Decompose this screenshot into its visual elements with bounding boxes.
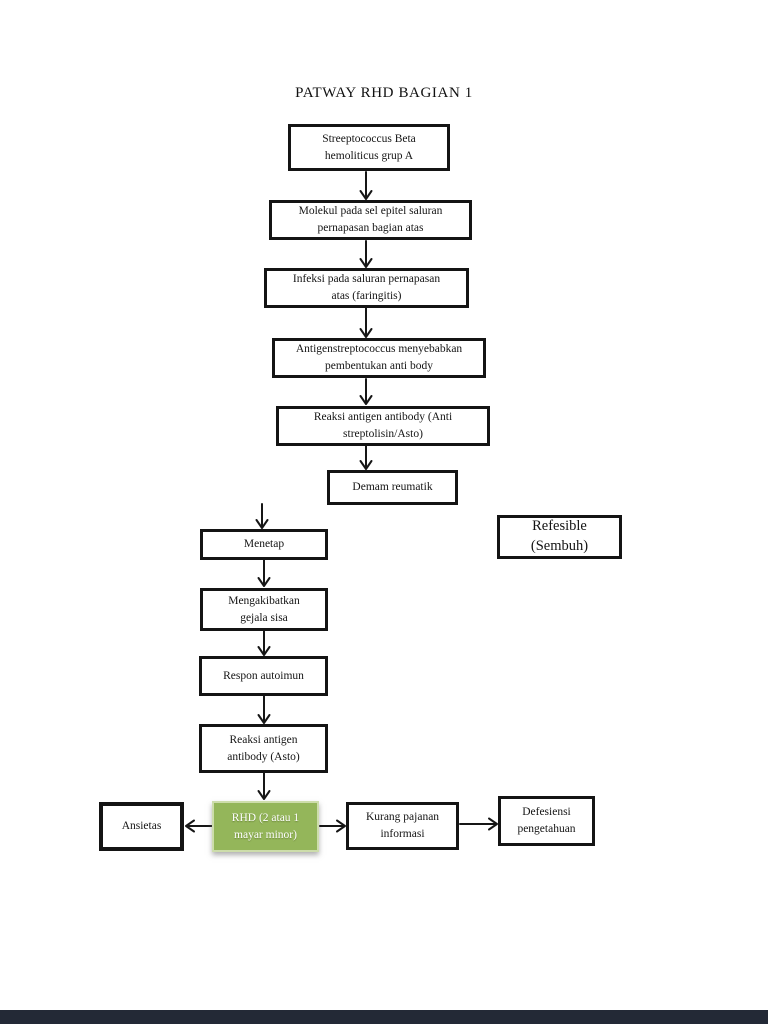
node-kurang-pajanan: Kurang pajanan informasi [346,802,459,850]
arrow-down-icon [257,695,271,724]
node-demam-reumatik: Demam reumatik [327,470,458,505]
node-streptococcus: Streeptococcus Beta hemoliticus grup A [288,124,450,171]
node-antigen-streptococcus: Antigenstreptococcus menyebabkan pembent… [272,338,486,378]
arrow-down-icon [257,559,271,587]
node-reaksi-antibody-asto: Reaksi antigen antibody (Asto) [199,724,328,773]
arrow-right-icon [459,817,498,831]
arrow-down-icon [359,171,373,200]
node-defesiensi-pengetahuan: Defesiensi pengetahuan [498,796,595,846]
node-gejala-sisa: Mengakibatkan gejala sisa [200,588,328,631]
node-respon-autoimun: Respon autoimun [199,656,328,696]
arrow-down-icon [359,307,373,338]
node-refesible-sembuh: Refesible (Sembuh) [497,515,622,559]
page-title: PATWAY RHD BAGIAN 1 [295,85,473,101]
arrow-left-icon [185,819,213,833]
node-rhd-diagnosis: RHD (2 atau 1 mayar minor) [212,801,319,852]
arrow-right-icon [319,819,346,833]
node-infeksi-faringitis: Infeksi pada saluran pernapasan atas (fa… [264,268,469,308]
arrow-down-icon [257,772,271,800]
node-molekul-epitel: Molekul pada sel epitel saluran pernapas… [269,200,472,240]
arrow-down-icon [359,240,373,268]
node-menetap: Menetap [200,529,328,560]
node-ansietas: Ansietas [99,802,184,851]
arrow-down-icon [359,378,373,405]
arrow-down-icon [257,630,271,656]
arrow-down-icon [255,503,269,529]
node-reaksi-antigen-asto: Reaksi antigen antibody (Anti streptolis… [276,406,490,446]
page-bottom-divider [0,1010,768,1024]
arrow-down-icon [359,445,373,470]
